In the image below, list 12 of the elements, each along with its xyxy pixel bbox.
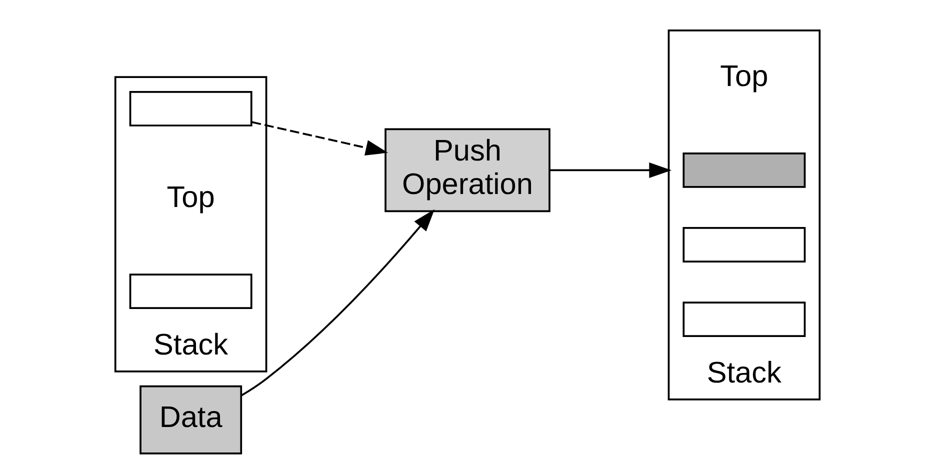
node-label: Top xyxy=(720,60,768,94)
node-box: Data xyxy=(139,385,242,454)
node-box xyxy=(128,274,252,310)
node-box xyxy=(682,227,806,262)
node-label: Top xyxy=(166,181,214,214)
node-box: Push Operation xyxy=(384,128,550,212)
arrow xyxy=(251,121,388,156)
node-box xyxy=(128,91,252,126)
arrow xyxy=(549,162,672,178)
node-box xyxy=(682,302,806,337)
arrow xyxy=(240,209,434,396)
node-box xyxy=(682,152,806,188)
